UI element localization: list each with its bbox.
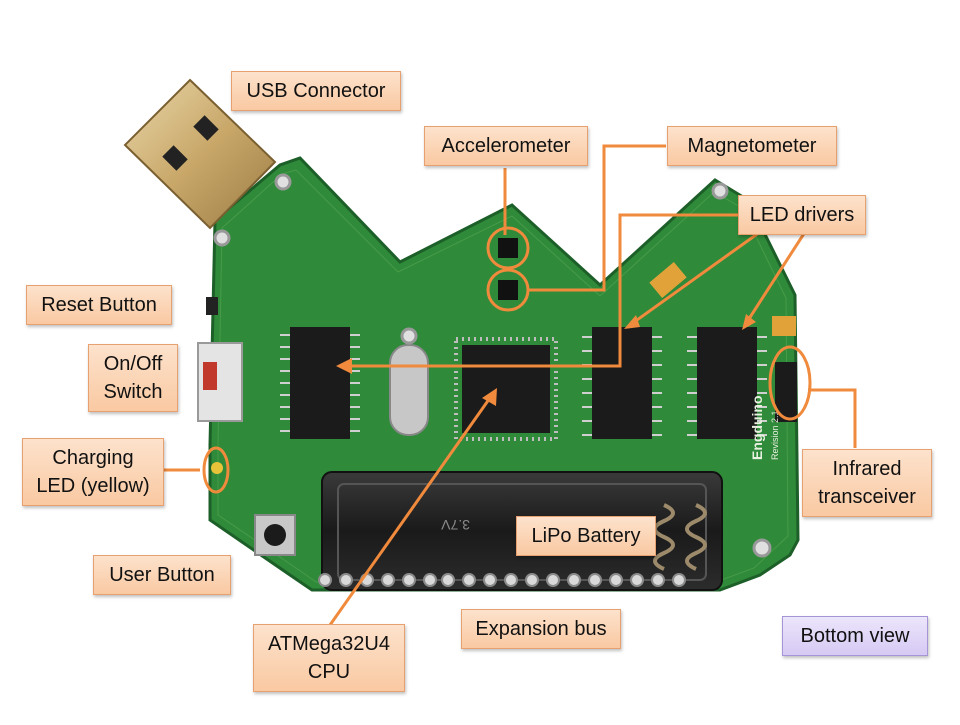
user-button-label: User Button <box>93 555 231 595</box>
view-label: Bottom view <box>782 616 928 656</box>
expansion-bus-pad <box>567 573 581 587</box>
arrowhead-led-2 <box>624 315 640 329</box>
arrowheads <box>336 314 756 406</box>
magnetometer-chip <box>498 280 518 300</box>
arrowhead-led-left <box>336 358 352 374</box>
expansion-bus-pad <box>504 573 518 587</box>
callout-lines <box>164 144 857 626</box>
charging-led <box>211 462 223 474</box>
expansion-bus-pad <box>525 573 539 587</box>
on-off-switch-label: On/Off Switch <box>88 344 178 412</box>
cpu-leader <box>328 394 494 626</box>
magnetometer-ring <box>486 268 530 312</box>
mounting-hole <box>213 229 231 247</box>
usb-connector <box>123 78 277 230</box>
brand-text: Engduino <box>749 395 765 460</box>
smd-yellow-component-2 <box>772 316 796 336</box>
expansion-bus-pad <box>588 573 602 587</box>
expansion-bus-pad <box>546 573 560 587</box>
expansion-bus-pad <box>672 573 686 587</box>
lipo-battery-label: LiPo Battery <box>516 516 656 556</box>
user-button <box>254 514 296 556</box>
magnetometer-leader <box>528 144 666 292</box>
mounting-hole <box>752 538 772 558</box>
expansion-bus-pad <box>441 573 455 587</box>
expansion-bus-pad <box>339 573 353 587</box>
expansion-bus-pad <box>651 573 665 587</box>
led-drivers-leader-3 <box>743 231 807 326</box>
smd-yellow-component <box>649 262 687 298</box>
on-off-switch <box>197 342 243 422</box>
arrowhead-cpu <box>482 388 497 406</box>
infrared-leader <box>808 388 857 448</box>
led-driver-chip-3 <box>687 327 767 439</box>
accelerometer-chip <box>498 238 518 258</box>
expansion-bus-pad <box>483 573 497 587</box>
crystal-oscillator <box>389 344 429 436</box>
led-driver-chip-2 <box>582 327 662 439</box>
charging-led-ring <box>202 446 230 494</box>
mounting-hole <box>400 327 418 345</box>
infrared-transceiver <box>775 362 797 422</box>
expansion-bus-label: Expansion bus <box>461 609 621 649</box>
charging-led-label: Charging LED (yellow) <box>22 438 164 506</box>
led-drivers-label: LED drivers <box>738 195 866 235</box>
led-drivers-leader-1 <box>346 213 740 368</box>
accelerometer-ring <box>486 226 530 270</box>
expansion-bus-pad <box>423 573 437 587</box>
arrowhead-led-3 <box>742 314 756 330</box>
accelerometer-label: Accelerometer <box>424 126 588 166</box>
battery-voltage-text: 3.7V <box>441 517 470 533</box>
infrared-label: Infrared transceiver <box>802 449 932 517</box>
expansion-bus-pad <box>609 573 623 587</box>
magnetometer-label: Magnetometer <box>667 126 837 166</box>
led-drivers-leader-2 <box>629 230 761 327</box>
cpu-chip <box>454 337 558 441</box>
revision-text: Revision 2.1 <box>770 410 780 460</box>
mounting-hole <box>711 182 729 200</box>
expansion-bus-pad <box>630 573 644 587</box>
reset-button-label: Reset Button <box>26 285 172 325</box>
expansion-bus-pad <box>402 573 416 587</box>
usb-connector-label: USB Connector <box>231 71 401 111</box>
expansion-bus-pad <box>318 573 332 587</box>
infrared-ring <box>768 345 812 421</box>
expansion-bus-pads <box>318 573 686 587</box>
led-driver-left-chip <box>280 327 360 439</box>
expansion-bus-pad <box>381 573 395 587</box>
reset-button <box>206 297 218 315</box>
expansion-bus-pad <box>462 573 476 587</box>
cpu-label: ATMega32U4 CPU <box>253 624 405 692</box>
mounting-hole <box>274 173 292 191</box>
